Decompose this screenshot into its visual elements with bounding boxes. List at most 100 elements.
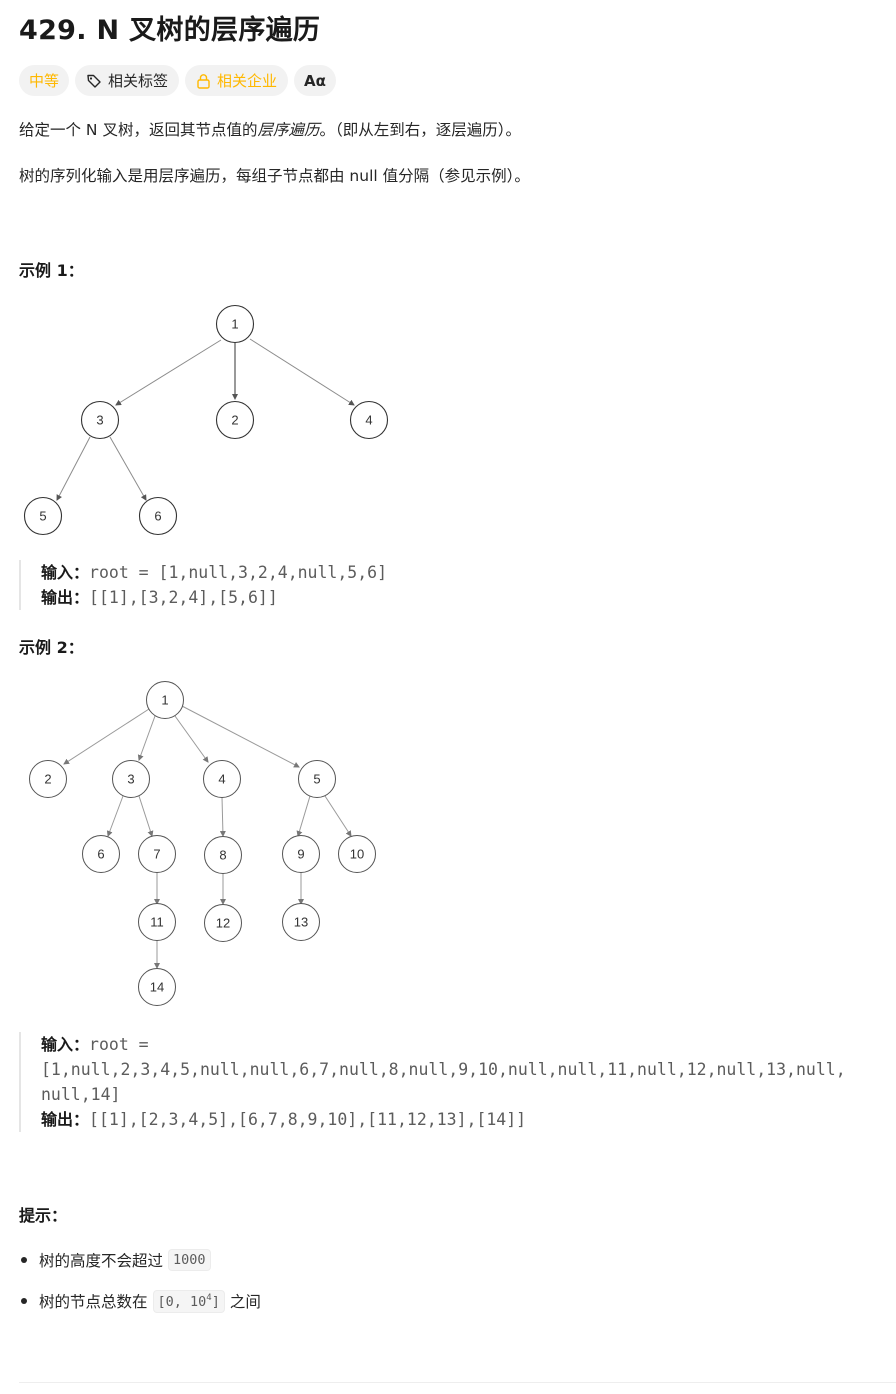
example-2-io: 输入：root = [1,null,2,3,4,5,null,null,6,7,…: [19, 1032, 846, 1132]
tree-node-label: 2: [231, 413, 238, 428]
tree-edge: [219, 796, 226, 837]
output-value: [[1],[3,2,4],[5,6]]: [89, 588, 278, 607]
tree-edge: [109, 436, 147, 501]
tree-node-label: 6: [97, 847, 104, 862]
tree-edge: [137, 715, 156, 761]
related-tags-label: 相关标签: [108, 72, 169, 90]
constraint-text: 树的节点总数在: [39, 1293, 148, 1311]
constraint-text: 树的高度不会超过: [39, 1252, 164, 1270]
tree-node: [282, 903, 320, 941]
tree-edge: [115, 339, 222, 406]
tree-node: [349, 400, 389, 440]
tree-node: [203, 760, 241, 798]
tree-node-label: 1: [231, 317, 238, 332]
translate-icon: Aα: [304, 71, 326, 90]
constraints-list: 树的高度不会超过 1000 树的节点总数在 [0, 104] 之间: [19, 1245, 261, 1327]
tree-node: [112, 760, 150, 798]
tree-node: [138, 903, 176, 941]
tree-node-label: 10: [350, 847, 364, 862]
tree-edge: [296, 795, 311, 837]
description-text: 。（即从左到右，逐层遍历）。: [319, 121, 521, 139]
tree-node-label: 6: [154, 509, 161, 524]
description-paragraph-2: 树的序列化输入是用层序遍历，每组子节点都由 null 值分隔（参见示例）。: [19, 167, 530, 185]
output-label: 输出：: [41, 588, 90, 607]
tree-node-label: 12: [216, 916, 230, 931]
tree-node: [298, 760, 336, 798]
tree-node: [138, 968, 176, 1006]
example-2-input-continued: null,14]: [41, 1085, 121, 1104]
tree-node: [215, 400, 255, 440]
tree-node-label: 5: [313, 772, 320, 787]
divider: [19, 1382, 896, 1383]
related-companies-button[interactable]: 相关企业: [185, 65, 289, 96]
inline-code: 1000: [168, 1249, 211, 1271]
tree-edge: [56, 436, 91, 501]
description-text: 给定一个 N 叉树，返回其节点值的: [19, 121, 258, 139]
tree-edge: [324, 795, 352, 837]
tree-node: [29, 760, 67, 798]
example-2-tree-diagram: 1 2 3 4 5 6 7 8 9 10 11 12 13 14: [29, 681, 376, 1006]
tree-node-label: 4: [218, 772, 225, 787]
constraint-suffix: 之间: [229, 1293, 261, 1311]
hints-heading: 提示：: [19, 1206, 68, 1225]
example-1-io: 输入：root = [1,null,3,2,4,null,5,6] 输出：[[1…: [19, 560, 387, 610]
list-item: 树的高度不会超过 1000: [19, 1245, 261, 1275]
lock-icon: [197, 73, 210, 89]
tree-node: [80, 400, 120, 440]
example-1-input: 输入：root = [1,null,3,2,4,null,5,6]: [41, 560, 387, 585]
list-item: 树的节点总数在 [0, 104] 之间: [19, 1286, 261, 1316]
tree-node-label: 3: [96, 413, 103, 428]
tree-node-label: 9: [297, 847, 304, 862]
related-tags-button[interactable]: 相关标签: [75, 65, 180, 96]
output-label: 输出：: [41, 1110, 90, 1129]
description-emphasis: 层序遍历: [257, 121, 320, 139]
tree-node: [138, 835, 176, 873]
tree-node: [138, 496, 178, 536]
example-1-heading: 示例 1：: [19, 261, 84, 280]
example-1-output: 输出：[[1],[3,2,4],[5,6]]: [41, 585, 387, 610]
inline-code: [0, 104]: [152, 1289, 225, 1313]
tree-node: [146, 681, 184, 719]
code-end: ]: [211, 1293, 220, 1310]
description-paragraph-1: 给定一个 N 叉树，返回其节点值的层序遍历。（即从左到右，逐层遍历）。: [19, 118, 521, 140]
tree-node-label: 5: [39, 509, 46, 524]
tree-node: [204, 836, 242, 874]
difficulty-badge: 中等: [19, 65, 70, 96]
translate-button[interactable]: Aα: [294, 65, 336, 96]
tree-edge: [181, 705, 300, 768]
example-1-tree-diagram: 1 3 2 4 5 6: [23, 304, 389, 536]
bullet-dot: [21, 1257, 27, 1263]
tree-node-label: 2: [44, 772, 51, 787]
example-2-input: 输入：root =: [41, 1032, 846, 1057]
tree-edge: [174, 715, 209, 763]
tree-node-label: 1: [161, 693, 168, 708]
tag-icon: [87, 74, 101, 88]
tree-node: [215, 304, 255, 344]
tree-edge: [138, 795, 154, 837]
input-value: root =: [89, 1035, 149, 1054]
input-label: 输入：: [41, 563, 90, 582]
example-2-output: 输出：[[1],[2,3,4,5],[6,7,8,9,10],[11,12,13…: [41, 1107, 846, 1132]
tree-edge: [63, 708, 150, 765]
tree-node-label: 3: [127, 772, 134, 787]
tree-node-label: 14: [150, 980, 164, 995]
tree-node: [282, 835, 320, 873]
output-value: [[1],[2,3,4,5],[6,7,8,9,10],[11,12,13],[…: [89, 1110, 527, 1129]
input-value: root = [1,null,3,2,4,null,5,6]: [89, 563, 388, 582]
tag-bar: 中等 相关标签 相关企业 Aα: [19, 65, 336, 96]
tree-edge: [249, 338, 355, 406]
example-2-input-continued: [1,null,2,3,4,5,null,null,6,7,null,8,nul…: [41, 1060, 846, 1079]
tree-edge: [106, 795, 124, 837]
tree-node: [338, 835, 376, 873]
tree-node: [23, 496, 63, 536]
problem-title: 429. N 叉树的层序遍历: [19, 15, 321, 46]
related-companies-label: 相关企业: [217, 72, 278, 90]
tree-node-label: 4: [365, 413, 372, 428]
example-2-heading: 示例 2：: [19, 638, 84, 657]
tree-node-label: 11: [150, 915, 164, 930]
tree-node-label: 7: [153, 847, 160, 862]
bullet-dot: [21, 1298, 27, 1304]
tree-node-label: 13: [294, 915, 308, 930]
code-exponent: 4: [206, 1292, 212, 1303]
tree-node-label: 8: [219, 848, 226, 863]
